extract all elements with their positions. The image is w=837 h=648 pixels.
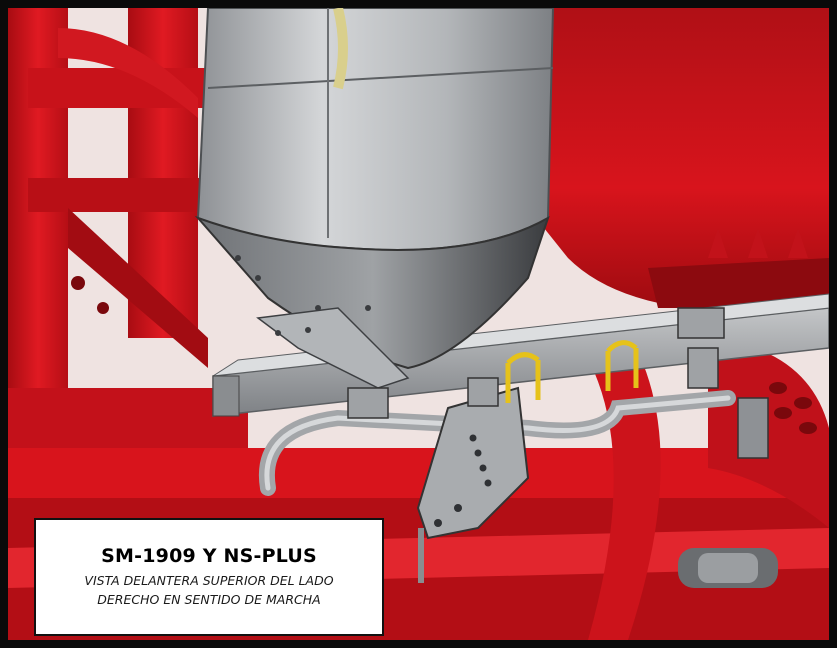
fill-hose	[333, 8, 348, 90]
u-bolt-left	[505, 352, 541, 403]
caption-subtitle-line-2: DERECHO EN SENTIDO DE MARCHA	[97, 592, 321, 607]
mount-plate	[256, 307, 410, 389]
main-frame-beam	[8, 448, 829, 498]
caption-subtitle-line-1: VISTA DELANTERA SUPERIOR DEL LADO	[84, 573, 334, 588]
seed-tank	[528, 8, 829, 308]
u-bolt-right	[605, 340, 639, 391]
shank-bracket	[416, 386, 530, 540]
caption-title: SM-1909 Y NS-PLUS	[101, 545, 317, 567]
caption-box: SM-1909 Y NS-PLUS VISTA DELANTERA SUPERI…	[34, 518, 384, 636]
fertilizer-hopper	[196, 8, 555, 251]
